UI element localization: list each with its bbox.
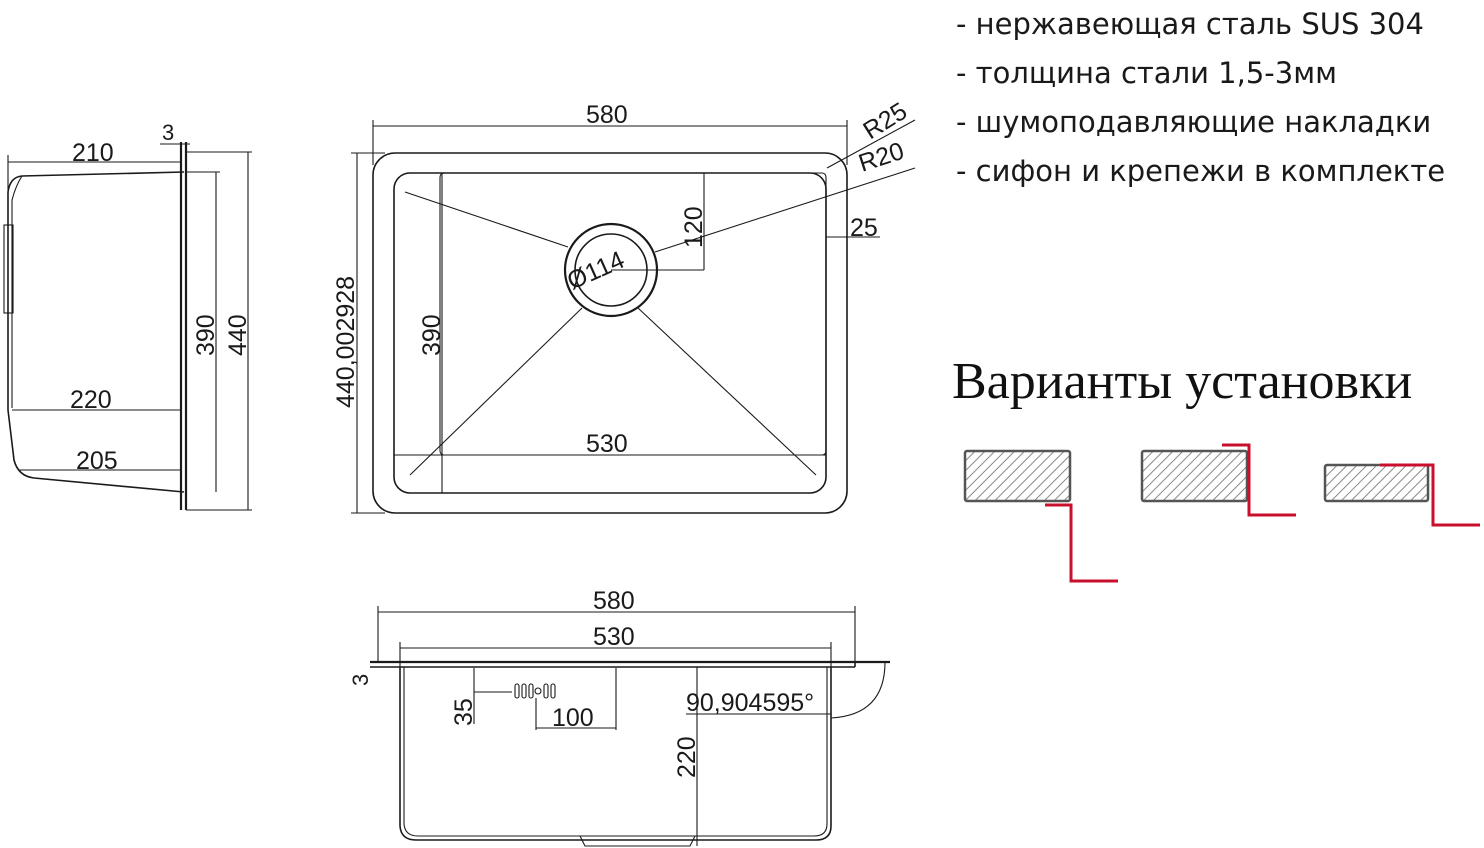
side-dim-440: 440 (224, 314, 252, 356)
spec-siphon: - сифон и крепежи в комплекте (956, 154, 1446, 188)
top-dim-height: 440,002928 (332, 276, 360, 408)
side-view: 210 3 390 440 220 205 (3, 120, 252, 511)
top-slope-bl (409, 307, 583, 476)
side-dim-220: 220 (70, 386, 112, 414)
front-bowl-inner (403, 667, 828, 837)
variant-top-slab (1323, 463, 1430, 503)
side-drain-stub (3, 224, 14, 314)
top-dim-r20: R20 (855, 137, 907, 178)
install-variants-title: Варианты установки (952, 353, 1413, 410)
front-dim-220: 220 (673, 736, 701, 778)
side-dim-390: 390 (192, 314, 220, 356)
spec-noise-pads: - шумоподавляющие накладки (956, 105, 1432, 139)
top-dim-drain-dia: Ø114 (563, 246, 629, 296)
side-dim-205: 205 (76, 447, 118, 475)
front-dim-530: 530 (593, 623, 635, 651)
variant-flush-mount (1140, 443, 1296, 517)
variant-undermount-slab (963, 449, 1072, 503)
front-dim-angle: 90,904595° (686, 689, 814, 717)
top-r20-leader (654, 167, 916, 253)
spec-material: - нержавеющая сталь SUS 304 (956, 7, 1424, 41)
top-outer-rim (372, 152, 848, 514)
variant-undermount-cabinet (1045, 503, 1118, 583)
front-dim-35: 35 (450, 698, 478, 726)
front-dim-thickness: 3 (348, 674, 373, 686)
top-dim-r25: R25 (858, 97, 912, 145)
variant-undermount (963, 449, 1118, 583)
top-slope-tl (404, 191, 569, 248)
front-bowl-outline (399, 667, 832, 841)
variant-flush-slab (1140, 449, 1249, 503)
top-dim-530: 530 (586, 430, 628, 458)
top-view: 580 R25 R20 25 120 Ø114 440,002928 390 5… (332, 97, 916, 514)
spec-thickness: - толщина стали 1,5-3мм (956, 56, 1337, 90)
front-dim-100: 100 (552, 704, 594, 732)
top-dim-25: 25 (850, 214, 878, 242)
variant-top-cabinet (1380, 463, 1480, 527)
front-drain-foot (579, 835, 696, 847)
front-view: 90,904595° 580 530 3 35 100 220 (348, 587, 890, 847)
top-dim-390: 390 (418, 314, 446, 356)
variant-flush-cabinet (1222, 443, 1296, 517)
side-dim-210: 210 (72, 139, 114, 167)
front-angle-arc (830, 661, 886, 719)
front-overflow-slots (514, 683, 556, 699)
top-dim-580: 580 (586, 101, 628, 129)
side-bowl-outline (7, 171, 185, 493)
spec-list: - нержавеющая сталь SUS 304 - толщина ст… (956, 0, 1445, 196)
side-bowl-inner (11, 175, 23, 408)
top-slope-br (637, 307, 817, 476)
top-r25-leader (826, 119, 916, 169)
front-dim-580: 580 (593, 587, 635, 615)
variant-top-mount (1323, 463, 1480, 527)
side-dim-thickness: 3 (162, 120, 174, 145)
top-dim-120: 120 (680, 206, 708, 248)
